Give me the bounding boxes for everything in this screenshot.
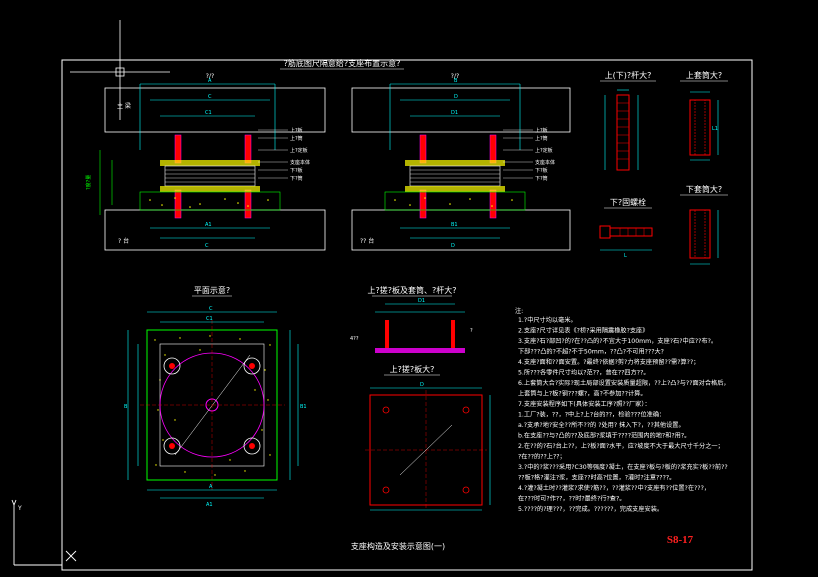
right-dim-D-bot: D bbox=[451, 243, 455, 249]
note-line: 3.?中的?浆???采用?C30等强度?凝土，在支座?板与?板的?浆充实?板??… bbox=[518, 463, 728, 471]
left-main-beam-label: 主 梁 bbox=[117, 102, 131, 110]
detail-upper-sleeve-title: 上套筒大? bbox=[686, 70, 722, 80]
left-pier-label: ? 台 bbox=[118, 237, 129, 245]
note-line: 6.上套筒大合?实际?现土局部设置安装质量超限，??上?凸?与??面对合格后， bbox=[518, 379, 730, 387]
plate-section: 上?搓?板及套筒、?杆大? D1 4?? ? 上?搓?板大? bbox=[350, 285, 491, 511]
right-dim-D1: D1 bbox=[451, 110, 458, 116]
note-line: 上套筒与上?板?钢???螺?，高?不参加??计算。 bbox=[518, 390, 647, 398]
note-line: ?在??的??上??； bbox=[518, 453, 566, 461]
plate-dim-D1: D1 bbox=[418, 298, 425, 304]
top-title: ?筋底图尺隔意给?支座布置示意? bbox=[284, 58, 401, 68]
note-line: b.在支座??与?凸的??及底部?浆填于????范围内的地?和?用?。 bbox=[518, 432, 690, 440]
detail-upper-sleeve-L1: L1 bbox=[712, 126, 718, 132]
left-dim-C1: C1 bbox=[205, 110, 212, 116]
note-line: 1.?中尺寸均以毫米。 bbox=[518, 316, 577, 324]
left-dim-C-bot: C bbox=[205, 243, 209, 249]
note-line: 7.支座安装程序如下(具体安装工序?照??厂家）： bbox=[518, 400, 651, 408]
plan-view: 平面示意? bbox=[124, 285, 307, 508]
notes-heading: 注: bbox=[515, 307, 523, 315]
plan-dim-C: C bbox=[209, 306, 213, 312]
plan-dim-A1: A1 bbox=[206, 502, 213, 508]
plan-dim-A: A bbox=[209, 484, 213, 490]
plan-title: 平面示意? bbox=[194, 285, 230, 295]
detail-upper-sleeve: 上套筒大? L1 bbox=[680, 70, 728, 161]
right-pier-label: ?? 台 bbox=[360, 237, 374, 245]
svg-text:上?定板: 上?定板 bbox=[290, 147, 308, 154]
svg-text:下?筒: 下?筒 bbox=[535, 175, 548, 182]
note-line: 下部???凸的?不超?不于50mm，??凸?不可用???大? bbox=[518, 348, 664, 356]
svg-text:上?筒: 上?筒 bbox=[290, 135, 303, 142]
detail-anchor-bolt: 下?固螺栓 L bbox=[599, 197, 653, 259]
note-line: 4.?灌?凝土时??灌浆?求使?筋??，??灌浆??中?支座有??位置?在???… bbox=[518, 484, 710, 492]
sheet-number: S8-17 bbox=[667, 534, 694, 546]
note-line: 2.支座?尺寸详见表《?桥?采用隔震橡胶?支座》 bbox=[518, 327, 648, 335]
svg-text:上?筒: 上?筒 bbox=[535, 135, 548, 142]
crosshair-cursor bbox=[70, 20, 170, 120]
note-line: 5.所???各零件尺寸均以?范??，普在??四方??。 bbox=[518, 369, 650, 377]
svg-text:下?筒: 下?筒 bbox=[290, 175, 303, 182]
plate-title: 上?搓?板及套筒、?杆大? bbox=[368, 285, 457, 295]
left-section-label: ?/? bbox=[206, 73, 214, 80]
right-dim-B: B bbox=[454, 78, 458, 84]
left-elevation: ?/? 主 梁 ? 台 A C C1 A1 C bbox=[85, 73, 326, 251]
svg-text:上?板: 上?板 bbox=[535, 127, 548, 134]
note-line: 3.支座?石?部凹?的?在??凸的?不宜大于100mm，支座?石?中应??布?。 bbox=[518, 337, 717, 345]
right-section-label: ?/? bbox=[451, 73, 459, 80]
svg-text:上?板: 上?板 bbox=[290, 127, 303, 134]
right-pier bbox=[351, 209, 571, 251]
svg-text:支座本体: 支座本体 bbox=[535, 159, 555, 166]
ucs-y-label: Y bbox=[17, 505, 22, 512]
detail-rod: 上(下)?杆大? bbox=[600, 70, 656, 171]
right-main-beam bbox=[351, 87, 571, 133]
detail-rod-title: 上(下)?杆大? bbox=[605, 70, 652, 80]
plan-dim-B: B bbox=[124, 404, 128, 410]
svg-text:4??: 4?? bbox=[350, 336, 359, 342]
note-line: 5.????的?理???，??完成。??????，完成支座安装。 bbox=[518, 505, 663, 513]
svg-text:?: ? bbox=[470, 328, 473, 334]
notes-block: 注: 1.?中尺寸均以毫米。 2.支座?尺寸详见表《?桥?采用隔震橡胶?支座》 3.… bbox=[515, 307, 730, 513]
note-line: ??板?格?灌注?浆，支座??时高?位置，?灌时?注意????。 bbox=[518, 474, 675, 482]
plate-dim-D: D bbox=[420, 382, 424, 388]
svg-text:上?定板: 上?定板 bbox=[535, 147, 553, 154]
note-line: 在???时可?作??，??时?最终?行?查?。 bbox=[518, 495, 625, 503]
right-elevation: ?/? ?? 台 B D D1 B1 D bbox=[351, 73, 571, 251]
plate-sub-title: 上?搓?板大? bbox=[390, 364, 435, 374]
svg-text:下?板: 下?板 bbox=[290, 167, 303, 174]
ucs-icon bbox=[11, 499, 77, 566]
left-dim-C: C bbox=[208, 94, 212, 100]
note-line: a.?支承?地?安全??所不??的 ?处用? 抹入下?，??其他设置。 bbox=[518, 421, 685, 429]
svg-text:?度?量: ?度?量 bbox=[85, 175, 92, 190]
note-line: 4.支座?面和??面安置。?最终?依据?剪?力将支座预留??需?算??； bbox=[518, 358, 699, 366]
svg-text:下?板: 下?板 bbox=[535, 167, 548, 174]
left-dim-A1: A1 bbox=[205, 222, 212, 228]
plan-dim-B1: B1 bbox=[300, 404, 307, 410]
left-main-beam bbox=[104, 87, 326, 133]
note-line: 2.在??的?石?台上??，上?板?面?水平，应?坡度不大于最大尺寸千分之一； bbox=[518, 442, 724, 450]
sheet-border bbox=[61, 59, 753, 571]
plan-dim-C1: C1 bbox=[206, 316, 213, 322]
detail-lower-sleeve: 下套筒大? bbox=[680, 184, 728, 265]
right-dim-B1: B1 bbox=[451, 222, 458, 228]
left-dim-A: A bbox=[208, 78, 212, 84]
left-pier bbox=[104, 209, 326, 251]
right-dim-D: D bbox=[454, 94, 458, 100]
sheet-title: 支座构造及安装示意图(一) bbox=[351, 541, 445, 551]
detail-anchor-bolt-L: L bbox=[624, 253, 627, 259]
detail-anchor-bolt-title: 下?固螺栓 bbox=[610, 197, 646, 207]
note-line: 1.工厂?装，??，?中上?上?台的??，检验???位准确： bbox=[518, 411, 665, 419]
svg-text:支座本体: 支座本体 bbox=[290, 159, 310, 166]
detail-lower-sleeve-title: 下套筒大? bbox=[686, 184, 722, 194]
